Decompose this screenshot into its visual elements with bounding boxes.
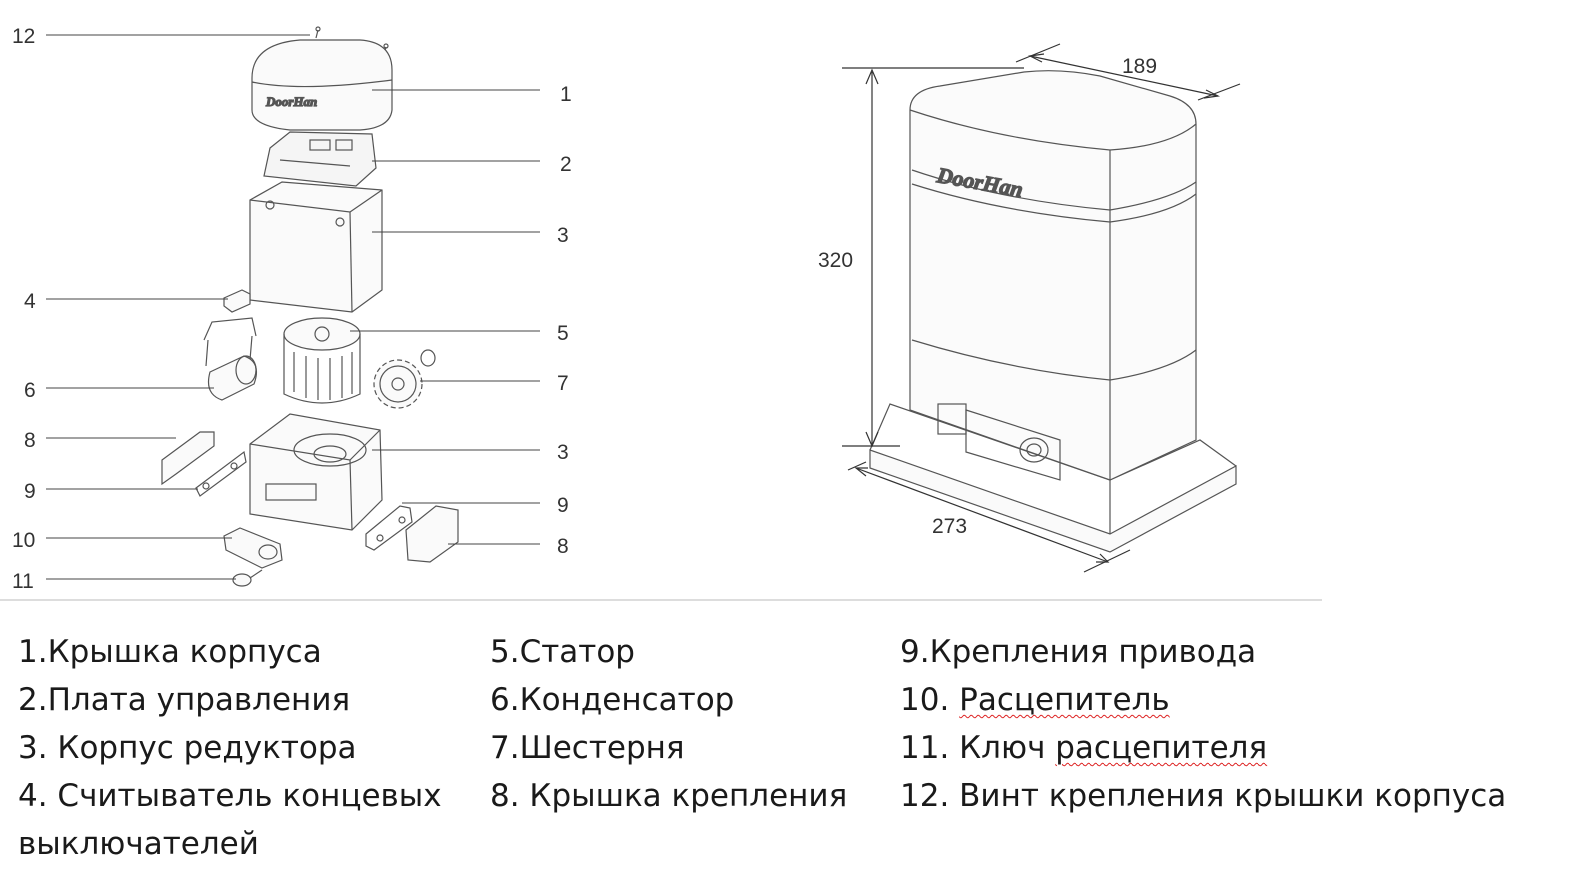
callout-3-lower: 3 [557, 441, 569, 464]
limit-switch-part [223, 289, 251, 313]
stator-part [283, 317, 361, 404]
legend-item-4-cont: выключателей [18, 826, 259, 862]
legend-item-10-prefix: 10. [900, 682, 960, 718]
mount-cover-left-part [161, 431, 215, 486]
legend-item-2: 2.Плата управления [18, 682, 351, 718]
legend-item-11-word: расцепителя [1055, 730, 1268, 766]
diagram-canvas: DoorHan [0, 25, 1322, 601]
cover-brand-label: DoorHan [265, 94, 317, 109]
callout-8-right: 8 [557, 535, 569, 558]
dimension-height: 320 [818, 249, 853, 272]
callout-8-left: 8 [24, 429, 36, 452]
legend-item-10: 10. Расцепитель [900, 676, 1506, 724]
legend-item-11-prefix: 11. Ключ [900, 730, 1056, 766]
callout-9-right: 9 [557, 494, 569, 517]
control-board-part [263, 131, 377, 187]
legend-item-5: 5.Статор [490, 634, 635, 670]
release-lever-part [223, 527, 283, 569]
legend-item-10-word: Расцепитель [959, 682, 1170, 718]
legend-item-4: 4. Считыватель концевых [18, 778, 442, 814]
gear-housing-upper-part [249, 181, 383, 313]
callout-1: 1 [560, 83, 572, 106]
capacitor-part [207, 355, 257, 401]
release-key-part [232, 569, 263, 587]
legend-item-6: 6.Конденсатор [490, 682, 735, 718]
dimension-lines [842, 43, 1241, 573]
callout-11: 11 [12, 570, 34, 593]
legend-item-3: 3. Корпус редуктора [18, 730, 357, 766]
assembled-drive: DoorHan [869, 70, 1237, 553]
housing-cover-part: DoorHan [251, 39, 393, 131]
legend-column-2: 5.Статор 6.Конденсатор 7.Шестерня 8. Кры… [490, 628, 847, 820]
parts-legend: 1.Крышка корпуса 2.Плата управления 3. К… [0, 628, 1592, 888]
mount-bracket-right-part [365, 505, 413, 551]
callout-9-left: 9 [24, 480, 36, 503]
callout-5: 5 [557, 322, 569, 345]
mount-cover-right-part [405, 505, 459, 563]
dimension-depth: 189 [1122, 55, 1157, 78]
callout-7: 7 [557, 372, 569, 395]
callout-10: 10 [12, 529, 35, 552]
legend-item-1: 1.Крышка корпуса [18, 634, 322, 670]
gear-housing-lower-part [249, 413, 383, 531]
legend-column-1: 1.Крышка корпуса 2.Плата управления 3. К… [18, 628, 442, 868]
callout-2: 2 [560, 153, 572, 176]
mount-bracket-left-part [195, 450, 247, 497]
legend-item-7: 7.Шестерня [490, 730, 685, 766]
gear-part [373, 349, 436, 409]
callout-12: 12 [12, 25, 35, 48]
bracket-part [203, 317, 257, 367]
callout-6: 6 [24, 379, 36, 402]
callout-3-upper: 3 [557, 224, 569, 247]
dimension-width: 273 [932, 515, 967, 538]
legend-item-8: 8. Крышка крепления [490, 778, 848, 814]
legend-item-12: 12. Винт крепления крышки корпуса [900, 778, 1507, 814]
legend-item-11: 11. Ключ расцепителя [900, 724, 1506, 772]
callout-4: 4 [24, 290, 36, 313]
legend-item-9: 9.Крепления привода [900, 634, 1257, 670]
legend-column-3: 9.Крепления привода 10. Расцепитель 11. … [900, 628, 1506, 820]
